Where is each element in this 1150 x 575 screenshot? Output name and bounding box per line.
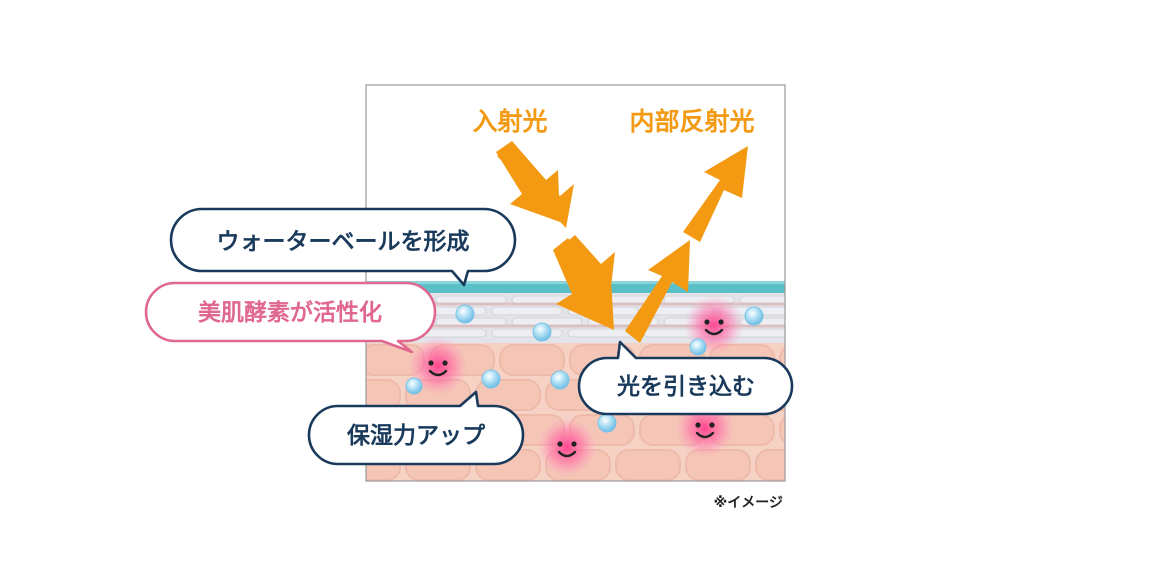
- water-droplet-icon: [405, 377, 423, 395]
- incident-light-label: 入射光: [472, 107, 547, 136]
- image-note: ※イメージ: [714, 495, 783, 511]
- smiley-face-icon: [408, 336, 468, 396]
- light-in-callout: 光を引き込む: [577, 340, 794, 416]
- moisture-callout: 保湿力アップ: [307, 390, 525, 466]
- enzyme-callout: 美肌酵素が活性化: [144, 281, 437, 354]
- internal-reflected-light-label: 内部反射光: [629, 107, 754, 136]
- incident-light-arrow: [496, 141, 615, 330]
- water-droplet-icon: [744, 306, 764, 326]
- reflected-light-arrow: [625, 146, 748, 343]
- smiley-face-icon: [537, 417, 597, 477]
- arrow-icon: [683, 146, 748, 242]
- light-in-label: 光を引き込む: [616, 374, 755, 400]
- enzyme-faces: [408, 295, 744, 477]
- arrow-icon: [496, 141, 560, 222]
- water-droplet-icon: [455, 304, 475, 324]
- water-droplet-icon: [550, 370, 570, 390]
- water-droplet-icon: [689, 338, 707, 356]
- water-droplet-icon: [532, 322, 552, 342]
- water-droplets: [405, 304, 764, 433]
- water-droplet-icon: [597, 413, 617, 433]
- moisture-label: 保湿力アップ: [346, 422, 486, 449]
- water-veil-label: ウォーターベールを形成: [217, 229, 470, 255]
- water-droplet-icon: [481, 369, 501, 389]
- water-veil-callout: ウォーターベールを形成: [169, 207, 517, 287]
- enzyme-label: 美肌酵素が活性化: [198, 299, 382, 326]
